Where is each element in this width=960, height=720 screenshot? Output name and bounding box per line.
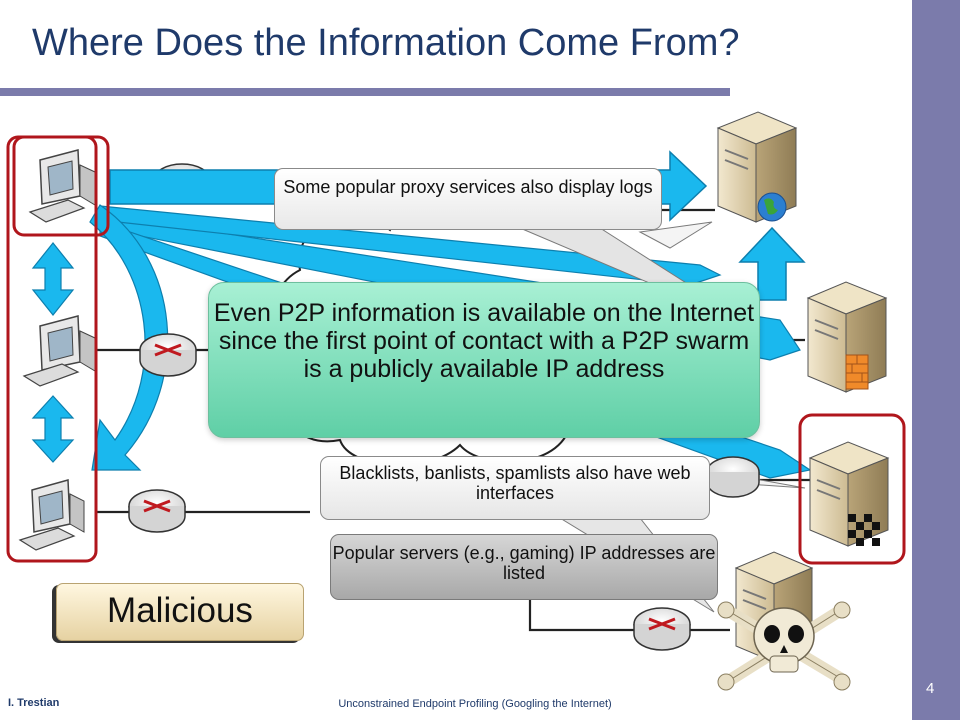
page-number: 4: [926, 680, 935, 697]
router-icon: [633, 607, 691, 651]
callout-popular-servers: Popular servers (e.g., gaming) IP addres…: [330, 534, 718, 600]
callout-proxy-logs: Some popular proxy services also display…: [274, 168, 662, 230]
double-arrow-1: [31, 242, 75, 316]
slide-title: Where Does the Information Come From?: [32, 22, 740, 64]
callout-blacklists: Blacklists, banlists, spamlists also hav…: [320, 456, 710, 520]
footer-title: Unconstrained Endpoint Profiling (Googli…: [338, 698, 612, 710]
title-underline: [0, 88, 730, 96]
computer-icon-top: [28, 149, 96, 223]
curved-arrow-down: [89, 204, 169, 471]
footer-author: I. Trestian: [8, 697, 60, 709]
double-arrow-2: [31, 395, 75, 463]
router-icon: [139, 333, 197, 377]
arrow-up-to-server: [738, 226, 806, 301]
highlight-blacklist-server: [798, 413, 906, 565]
malicious-label: Malicious: [56, 583, 304, 641]
server-icon-proxy: [716, 111, 798, 223]
router-icon: [706, 456, 760, 498]
callout-p2p-info: Even P2P information is available on the…: [208, 282, 760, 438]
computer-icon-middle: [22, 315, 96, 387]
side-accent-bar: [912, 0, 960, 720]
computer-icon-bottom: [18, 479, 85, 551]
checkered-flag-icon: [848, 514, 880, 546]
highlight-host-column: [6, 135, 98, 563]
skull-crossbones-icon: [717, 601, 851, 691]
router-icon: [128, 489, 186, 533]
server-icon-firewall: [806, 281, 888, 393]
server-icon-blacklist: [808, 441, 890, 547]
